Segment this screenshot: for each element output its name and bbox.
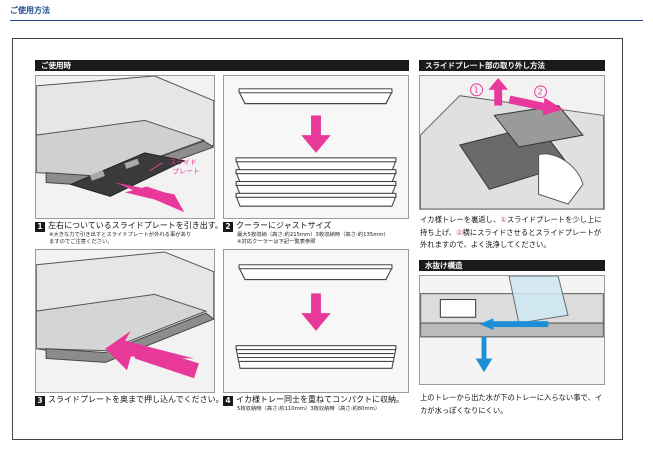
step-3: 3 スライドプレートを奥まで押し込んでください。 bbox=[35, 395, 224, 406]
slide-plate-callout-2: プレート bbox=[172, 168, 200, 176]
drainage-heading: 水抜け構造 bbox=[419, 260, 605, 271]
drainage-description: 上のトレーから出た水が下のトレーに入らない事で、イカが水っぽくなりにくい。 bbox=[420, 393, 603, 415]
page-title: ご使用方法 bbox=[10, 6, 50, 15]
removal-description: イカ様トレーを裏返し、①スライドプレートを少し上に持ち上げ、②横にスライドさせる… bbox=[420, 215, 602, 249]
arrow-up-icon bbox=[488, 77, 509, 90]
arrow-down-icon bbox=[301, 135, 331, 153]
drainage-illustration bbox=[419, 275, 605, 385]
usage-heading: ご使用時 bbox=[35, 60, 409, 71]
step-number: 2 bbox=[223, 221, 233, 232]
step-text: クーラーにジャストサイズ bbox=[236, 221, 332, 230]
step-4: 4 イカ様トレー同士を重ねてコンパクトに収納。 bbox=[223, 395, 404, 406]
removal-heading: スライドプレート部の取り外し方法 bbox=[419, 60, 605, 71]
usage-guide-panel: ご使用時 スライド プレート bbox=[12, 38, 623, 440]
step1-illustration: スライド プレート bbox=[35, 75, 215, 219]
step-4-note: 5枚収納時（高さ:約110mm）3枚収納時（高さ:約80mm） bbox=[237, 406, 381, 412]
step-text: スライドプレートを奥まで押し込んでください。 bbox=[48, 395, 224, 404]
slide-plate-callout-1: スライド bbox=[169, 159, 197, 167]
arrow-down-icon bbox=[301, 313, 331, 331]
step-1-note: ※大きな力で引き出すとスライドプレートが外れる事があり ますのでご注意ください。 bbox=[49, 232, 192, 245]
step-number: 4 bbox=[223, 395, 233, 406]
step4-illustration bbox=[223, 249, 409, 393]
title-divider bbox=[10, 20, 643, 21]
step-text: 左右についているスライドプレートを引き出す。 bbox=[48, 221, 223, 230]
step2-illustration bbox=[223, 75, 409, 219]
step-2-note: 最大5枚収納（高さ:約215mm）3枚収納時（高さ:約135mm） ※対応クーラ… bbox=[237, 232, 389, 245]
step-number: 3 bbox=[35, 395, 45, 406]
step-text: イカ様トレー同士を重ねてコンパクトに収納。 bbox=[236, 395, 404, 404]
arrow-right-icon bbox=[542, 97, 564, 116]
step-number: 1 bbox=[35, 221, 45, 232]
svg-text:2: 2 bbox=[538, 88, 543, 97]
arrow-down-icon bbox=[475, 358, 493, 373]
step-1: 1 左右についているスライドプレートを引き出す。 bbox=[35, 221, 223, 232]
svg-text:1: 1 bbox=[474, 86, 479, 95]
removal-illustration: 1 2 bbox=[419, 75, 605, 210]
step3-illustration bbox=[35, 249, 215, 393]
step-2: 2 クーラーにジャストサイズ bbox=[223, 221, 331, 232]
